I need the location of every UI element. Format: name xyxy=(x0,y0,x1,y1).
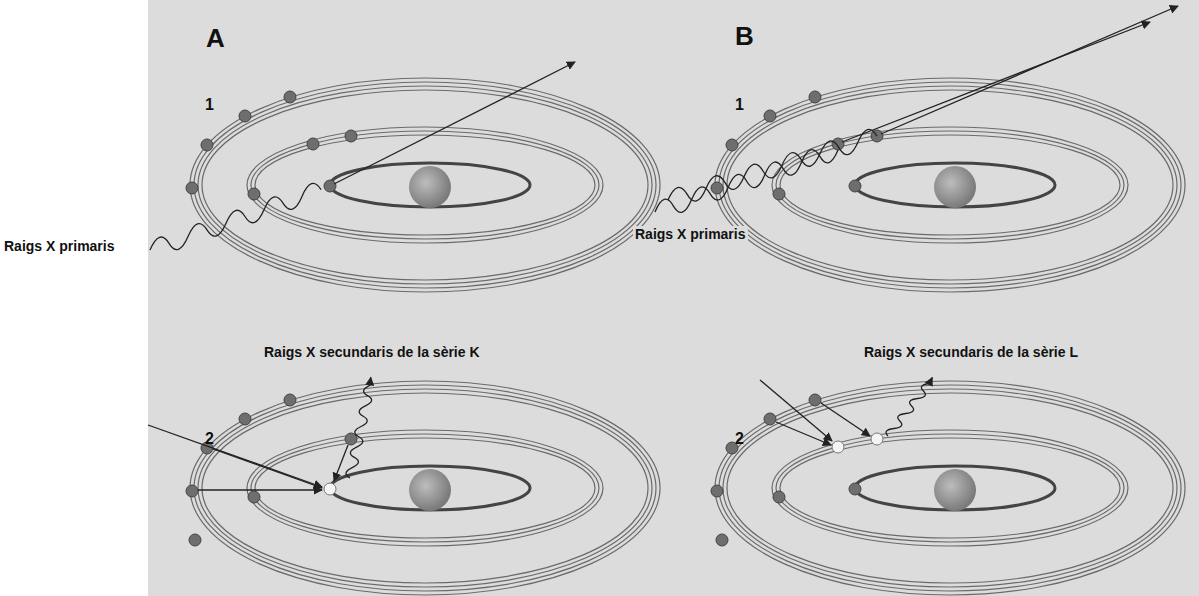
panel-letter: B xyxy=(733,22,756,52)
atom-shells xyxy=(715,78,1185,292)
panel-letter: A xyxy=(204,24,227,54)
rays xyxy=(148,6,1178,490)
step-number: 1 xyxy=(203,96,216,114)
ray-label: Raigs X secundaris de la sèrie K xyxy=(262,344,482,360)
ray-label: Raigs X primaris xyxy=(2,238,117,254)
background-panel xyxy=(148,0,1199,596)
ray-label: Raigs X secundaris de la sèrie L xyxy=(862,344,1080,360)
step-number: 1 xyxy=(733,96,746,114)
atom-shells xyxy=(190,381,660,595)
atom-shells xyxy=(190,78,660,292)
electrons xyxy=(186,91,883,546)
atom-shells xyxy=(715,381,1185,595)
vacancies xyxy=(324,433,883,495)
step-number: 2 xyxy=(733,430,746,448)
step-number: 2 xyxy=(203,430,216,448)
ray-label: Raigs X primaris xyxy=(633,226,748,242)
